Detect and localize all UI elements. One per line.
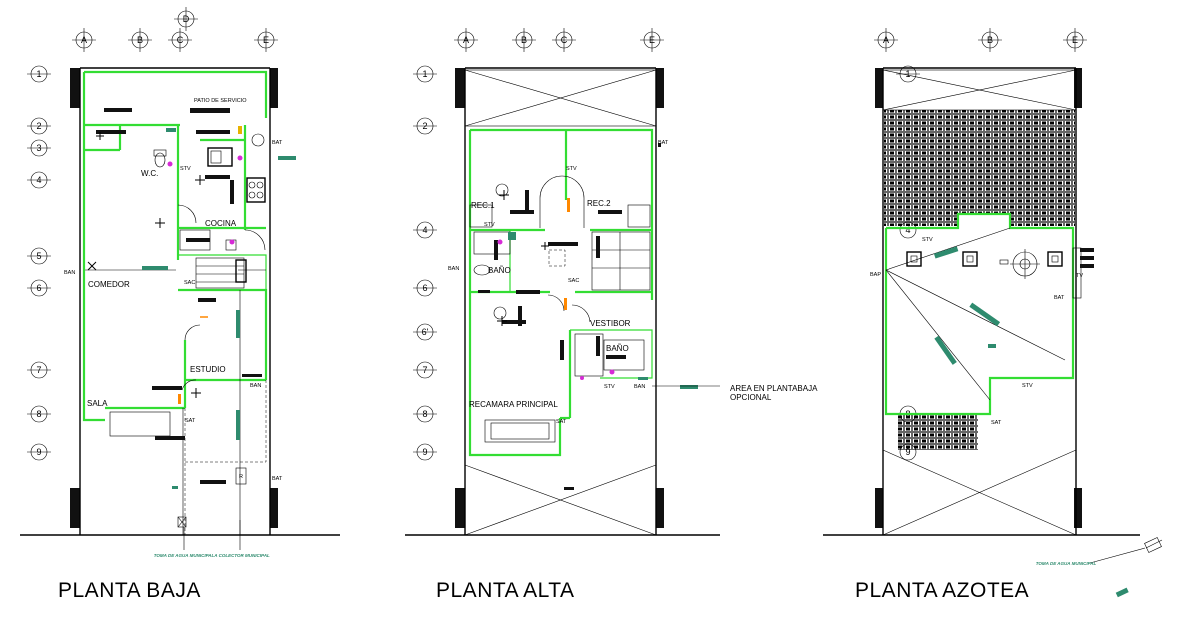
tag-ban-alta-2: BAN — [634, 384, 645, 390]
walls-alta — [468, 128, 654, 457]
room-bano-1: BAÑO — [488, 266, 511, 275]
axis-label-b: B — [137, 35, 143, 45]
title-planta-alta: PLANTA ALTA — [436, 579, 575, 602]
axis-num-1-azotea: 1 — [905, 69, 910, 79]
note-toma-agua-azotea: TOMA DE AGUA MUNICIPAL — [1036, 561, 1097, 566]
axis-num-5: 5 — [36, 251, 41, 261]
tag-bat-alta: BAT — [658, 140, 669, 146]
callout-area-2: OPCIONAL — [730, 393, 772, 402]
note-colector: A COLECTOR MUNICIPAL — [213, 553, 270, 558]
tag-bat-2: BAT — [272, 476, 283, 482]
axis-label-c-alta: C — [561, 35, 568, 45]
axis-num-8-alta: 8 — [422, 409, 427, 419]
tag-stv-alta-2: STV — [484, 222, 495, 228]
tag-sat-azotea: SAT — [991, 420, 1002, 426]
room-rec1: REC.1 — [471, 201, 495, 210]
tag-sat: SAT — [185, 418, 196, 424]
tag-stv: STV — [180, 166, 191, 172]
axis-label-b-azotea: B — [987, 35, 993, 45]
room-sala: SALA — [87, 399, 108, 408]
axis-bubbles-azotea: A B E 1 4 8 9 — [874, 28, 1087, 461]
axis-label-b-alta: B — [521, 35, 527, 45]
tag-ban: BAN — [64, 270, 75, 276]
walls-azotea — [884, 212, 1075, 416]
title-planta-baja: PLANTA BAJA — [58, 579, 201, 602]
room-comedor: COMEDOR — [88, 280, 130, 289]
tag-stv-azotea: STV — [922, 237, 933, 243]
axis-bubbles-left-alta: 1 2 4 6 6' 7 8 9 — [413, 65, 437, 461]
axis-label-d: D — [183, 14, 190, 24]
axis-num-9-alta: 9 — [422, 447, 427, 457]
room-rec2: REC.2 — [587, 199, 611, 208]
axis-num-3: 3 — [36, 143, 41, 153]
tag-bat: BAT — [272, 140, 283, 146]
axis-label-c: C — [177, 35, 184, 45]
axis-label-a-azotea: A — [883, 35, 889, 45]
axis-num-4-azotea: 4 — [905, 225, 910, 235]
room-recamara-principal: RECAMARA PRINCIPAL — [469, 400, 558, 409]
axis-num-8: 8 — [36, 409, 41, 419]
walls-baja — [82, 70, 268, 422]
room-vestibor: VESTIBOR — [590, 319, 631, 328]
axis-num-7-alta: 7 — [422, 365, 427, 375]
tag-sac: SAC — [184, 280, 195, 286]
axis-num-6-alta: 6 — [422, 283, 427, 293]
axis-num-1: 1 — [36, 69, 41, 79]
axis-num-4: 4 — [36, 175, 41, 185]
axis-bubbles-baja: A B C D E — [72, 7, 278, 52]
axis-label-e: E — [263, 35, 269, 45]
axis-label-e-azotea: E — [1072, 35, 1078, 45]
note-toma-agua: TOMA DE AGUA MUNICIPAL — [154, 553, 215, 558]
axis-label-a: A — [81, 35, 87, 45]
room-wc: W.C. — [141, 169, 158, 178]
axis-label-a-alta: A — [463, 35, 469, 45]
axis-num-9-azotea: 9 — [905, 447, 910, 457]
axis-num-1-alta: 1 — [422, 69, 427, 79]
plan-planta-azotea: A B E 1 4 8 9 — [823, 28, 1163, 602]
axis-num-7: 7 — [36, 365, 41, 375]
title-planta-azotea: PLANTA AZOTEA — [855, 579, 1029, 602]
axis-num-9: 9 — [36, 447, 41, 457]
room-cocina: COCINA — [205, 219, 237, 228]
axis-num-4-alta: 4 — [422, 225, 427, 235]
tag-sac-alta: SAC — [568, 278, 579, 284]
tag-bap-azotea: BAP — [870, 272, 881, 278]
room-patio-servicio: PATIO DE SERVICIO — [194, 98, 247, 104]
axis-num-2-alta: 2 — [422, 121, 427, 131]
axis-bubbles-alta: A B C E — [454, 28, 664, 52]
tag-tv-azotea: TV — [1076, 273, 1083, 279]
axis-bubbles-left-baja: 1 2 3 4 5 6 7 8 9 — [27, 65, 51, 461]
tag-sat-alta: SAT — [556, 419, 567, 425]
axis-label-e-alta: E — [649, 35, 655, 45]
tag-stv-azotea-2: STV — [1022, 383, 1033, 389]
tag-ban-2: BAN — [250, 383, 261, 389]
tag-ban-alta: BAN — [448, 266, 459, 272]
tag-stv-alta: STV — [566, 166, 577, 172]
room-bano-2: BAÑO — [606, 344, 629, 353]
axis-num-6: 6 — [36, 283, 41, 293]
room-estudio: ESTUDIO — [190, 365, 226, 374]
plan-planta-alta: A B C E 1 2 4 6 6' 7 8 9 — [405, 28, 818, 602]
axis-num-6b-alta: 6' — [422, 327, 429, 337]
callout-area-1: AREA EN PLANTABAJA — [730, 384, 818, 393]
svg-text:R: R — [239, 474, 243, 480]
plan-planta-baja: A B C D E 1 2 3 4 5 6 7 8 9 — [20, 7, 340, 602]
tag-stv-alta-3: STV — [604, 384, 615, 390]
tag-bat-azotea: BAT — [1054, 295, 1065, 301]
axis-num-2: 2 — [36, 121, 41, 131]
